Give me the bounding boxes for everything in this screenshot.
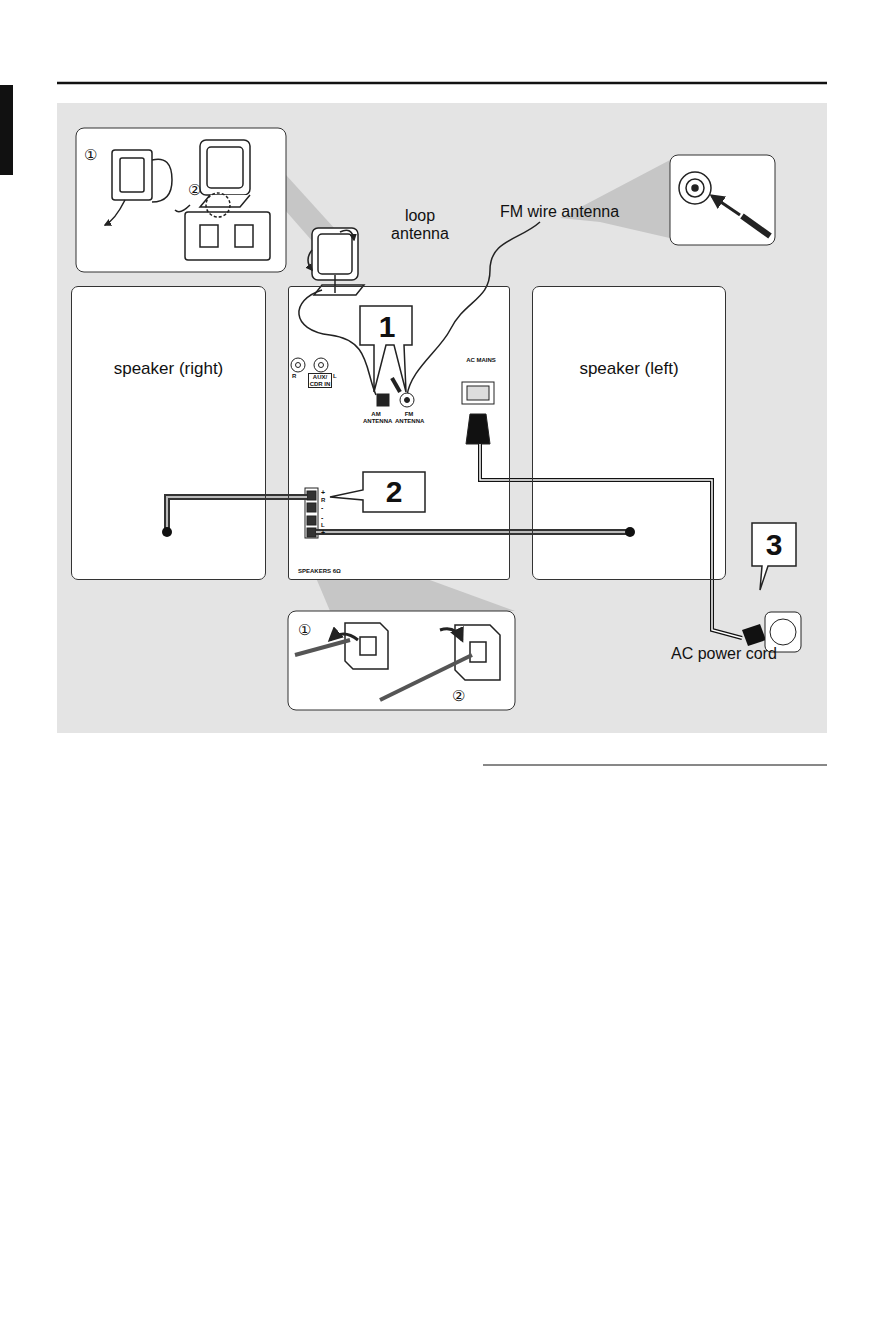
terminal-label: + bbox=[321, 489, 329, 497]
speaker-fill bbox=[532, 286, 726, 580]
terminal-detail bbox=[295, 623, 500, 700]
step-number: ② bbox=[452, 688, 470, 705]
speaker-box: speaker (right) bbox=[71, 286, 266, 580]
step-number: ① bbox=[298, 622, 316, 639]
fm-inset bbox=[670, 155, 775, 245]
ac-cord bbox=[480, 444, 742, 638]
speaker-wire bbox=[266, 497, 288, 498]
top-rule bbox=[57, 82, 827, 85]
callout-number: 3 bbox=[752, 523, 796, 566]
panel-ground bbox=[57, 103, 827, 733]
terminal-label: R bbox=[321, 497, 329, 504]
jack-label: AUX/ CDR IN bbox=[308, 373, 332, 388]
speaker-label: speaker (left) bbox=[541, 359, 717, 379]
terminal-inset bbox=[288, 611, 515, 710]
part-label: AC power cord bbox=[671, 645, 811, 663]
callout-number: 1 bbox=[361, 307, 413, 346]
fm-jack-detail bbox=[679, 172, 770, 236]
loop-inset bbox=[76, 128, 286, 272]
jack-label: SPEAKERS 6Ω bbox=[298, 568, 358, 575]
part-label: FM wire antenna bbox=[500, 203, 650, 221]
loop-antenna bbox=[308, 228, 364, 295]
terminal-label: + bbox=[321, 529, 329, 537]
callout-number: 3 bbox=[752, 523, 796, 566]
terminal-label: - bbox=[321, 514, 329, 522]
jack-label: AC MAINS bbox=[463, 357, 499, 364]
speaker-box: speaker (left) bbox=[532, 286, 726, 580]
terminal-label: L bbox=[321, 522, 329, 529]
callout-number: 2 bbox=[363, 472, 425, 512]
part-label: loop antenna bbox=[380, 207, 460, 242]
fm-wire bbox=[407, 222, 540, 396]
callout-number: 1 bbox=[361, 307, 413, 346]
column-rule bbox=[483, 765, 827, 766]
wire-outer bbox=[266, 494, 288, 500]
jack-label: AM ANTENNA bbox=[363, 411, 389, 424]
unit-fill bbox=[288, 286, 510, 580]
wire-outer bbox=[510, 529, 532, 535]
speaker-terminal-dot bbox=[625, 527, 635, 537]
speaker-terminal-dot bbox=[162, 527, 172, 537]
loop-antenna-detail bbox=[105, 140, 270, 260]
language-tab bbox=[0, 85, 13, 175]
speaker-fill bbox=[71, 286, 266, 580]
speaker-label: speaker (right) bbox=[80, 359, 257, 379]
callout-outline bbox=[360, 306, 412, 392]
unit-jacks bbox=[291, 358, 494, 538]
channel-label: R bbox=[292, 373, 300, 380]
speaker-wire bbox=[510, 532, 532, 533]
callout-outline bbox=[752, 523, 796, 590]
step-number: ① bbox=[84, 147, 102, 164]
channel-label: L bbox=[333, 373, 341, 380]
terminal-label: - bbox=[321, 504, 329, 512]
wire-core bbox=[266, 496, 288, 498]
callout-number: 2 bbox=[363, 472, 425, 512]
step-number: ② bbox=[188, 182, 206, 199]
ac-plug bbox=[742, 624, 766, 646]
ac-cord bbox=[480, 444, 742, 638]
callout-outline bbox=[330, 472, 425, 512]
jack-label: FM ANTENNA bbox=[395, 411, 423, 424]
wire-core bbox=[510, 531, 532, 533]
